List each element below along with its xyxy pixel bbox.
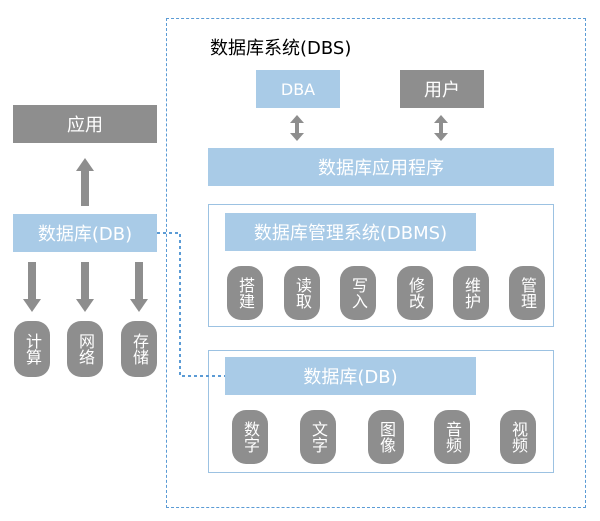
db-type-audio: 音频 [434,410,470,464]
up-arrow-db-to-app [76,158,94,206]
left-use-compute: 计算 [14,321,50,377]
dbs-title: 数据库系统(DBS) [210,38,352,59]
left-use-network: 网络 [67,321,103,377]
down-arrow-network [76,262,94,312]
dbms-op-maintain: 维护 [453,266,489,320]
db-type-image: 图像 [368,410,404,464]
dbms-op-manage: 管理 [509,266,545,320]
db-type-video: 视频 [500,410,536,464]
dbms-title-box: 数据库管理系统(DBMS) [225,213,476,251]
left-application-box: 应用 [13,105,157,143]
db-application-bar: 数据库应用程序 [208,148,554,186]
down-arrow-storage [130,262,148,312]
left-db-box: 数据库(DB) [13,214,157,252]
dbms-op-build: 搭建 [227,266,263,320]
dbms-op-write: 写入 [340,266,376,320]
user-box: 用户 [400,70,484,108]
left-use-storage: 存储 [121,321,157,377]
dbms-op-read: 读取 [284,266,320,320]
down-arrow-compute [23,262,41,312]
db-type-number: 数字 [232,410,268,464]
dba-double-arrow [290,115,304,141]
dbs-frame [166,18,586,508]
db-inner-title-box: 数据库(DB) [225,357,476,395]
dba-box: DBA [256,70,340,108]
user-double-arrow [434,115,448,141]
dbms-op-modify: 修改 [397,266,433,320]
db-type-text: 文字 [300,410,336,464]
db-dashed-connector [157,232,225,377]
